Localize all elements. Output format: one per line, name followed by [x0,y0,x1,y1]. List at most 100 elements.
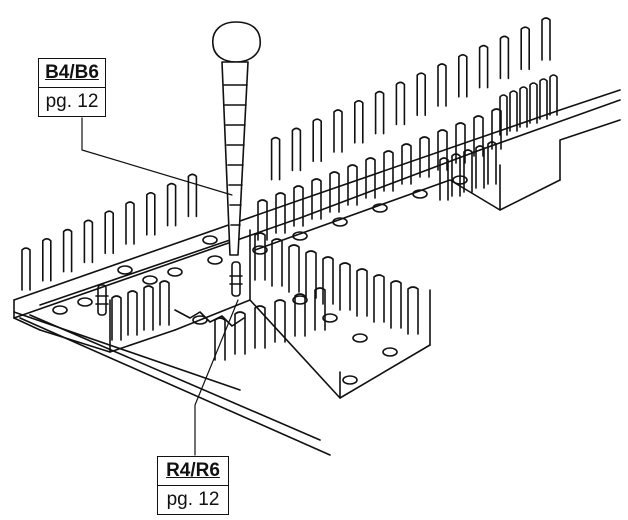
duct-finger [347,164,358,206]
duct-finger [473,115,484,157]
duct-body [13,119,621,456]
duct-finger [104,210,114,254]
duct-finger [293,185,304,227]
rivet-icon [95,284,109,316]
floor-slot [252,245,268,255]
duct-finger [373,274,385,323]
duct-finger [333,109,343,153]
duct-finger [305,250,317,299]
duct-finger [451,153,461,197]
duct-finger [187,173,198,218]
duct-finger [257,199,268,241]
duct-finger [339,262,351,311]
duct-finger [463,149,473,193]
duct-finger [439,157,449,201]
insertion-tool-icon [212,21,261,256]
duct-finger [288,244,300,293]
floor-slot [292,231,308,241]
callout-bottom-page: pg. 12 [166,489,220,510]
duct-finger [146,192,156,236]
duct-finger [478,44,489,89]
floor-slots [52,175,468,385]
duct-finger [529,82,538,124]
floor-slot [292,295,308,305]
floor-slot [202,235,218,245]
duct-finger [539,78,548,120]
duct-finger [294,293,306,337]
duct-finger [549,74,558,116]
rivet-pins [95,261,243,316]
duct-finger [42,238,52,282]
duct-finger [166,182,177,227]
duct-finger [275,192,286,234]
duct-finger [21,247,31,291]
duct-finger [374,90,385,135]
duct-finger [62,228,73,273]
duct-finger [487,141,497,185]
duct-finger [475,145,485,189]
floor-slot [382,347,398,357]
duct-finger [254,305,266,349]
duct-finger [234,311,246,355]
callout-bottom-code: R4/R6 [158,457,228,486]
duct-finger [437,63,447,107]
floor-slot [142,275,158,285]
duct-finger [419,136,430,178]
floor-slot [352,333,368,343]
duct-finger [311,178,322,220]
rear-duct-channel [13,89,621,331]
duct-finger [499,94,508,136]
duct-finger [254,232,266,281]
duct-finger [416,72,426,116]
duct-finger [270,136,281,181]
duct-finger [519,86,528,128]
floor-slot [77,297,93,307]
duct-finger [390,280,402,329]
floor-slot [117,265,133,275]
callout-bottom: R4/R6 pg. 12 [157,456,229,515]
duct-finger [125,201,135,245]
floor-slot [322,313,338,323]
floor-slot [52,305,68,315]
floor-slot [342,375,358,385]
duct-finger [365,157,376,199]
duct-finger [83,219,94,264]
duct-finger [541,17,551,61]
duct-finger [143,285,154,331]
duct-finger [509,90,518,132]
floor-slot [412,189,428,199]
duct-finger [322,256,334,305]
callout-top-code: B4/B6 [39,59,105,88]
duct-finger [274,299,286,343]
duct-finger [314,287,326,331]
callout-leader-lines [81,117,239,456]
duct-finger [214,317,226,361]
duct-finger [291,127,302,172]
duct-finger [401,143,412,185]
duct-finger [354,100,364,144]
callout-top: B4/B6 pg. 12 [38,58,106,117]
duct-finger [458,54,468,98]
duct-finger [520,26,530,70]
callout-top-page: pg. 12 [45,91,99,112]
floor-slot [207,255,223,265]
floor-slot [167,267,183,277]
floor-slot [452,175,468,185]
duct-finger [271,238,283,287]
floor-slot [332,217,348,227]
duct-finger [491,108,502,150]
floor-slot [192,315,208,325]
floor-slot [372,203,388,213]
duct-finger [499,35,510,80]
rear-duct-fingers [21,17,558,291]
duct-finger [407,286,419,335]
front-duct-fingers [111,108,502,361]
duct-finger [127,290,138,336]
duct-finger [383,150,394,192]
duct-finger [455,122,466,164]
duct-finger [437,129,448,171]
rivet-icon [229,261,243,297]
duct-finger [159,280,170,326]
